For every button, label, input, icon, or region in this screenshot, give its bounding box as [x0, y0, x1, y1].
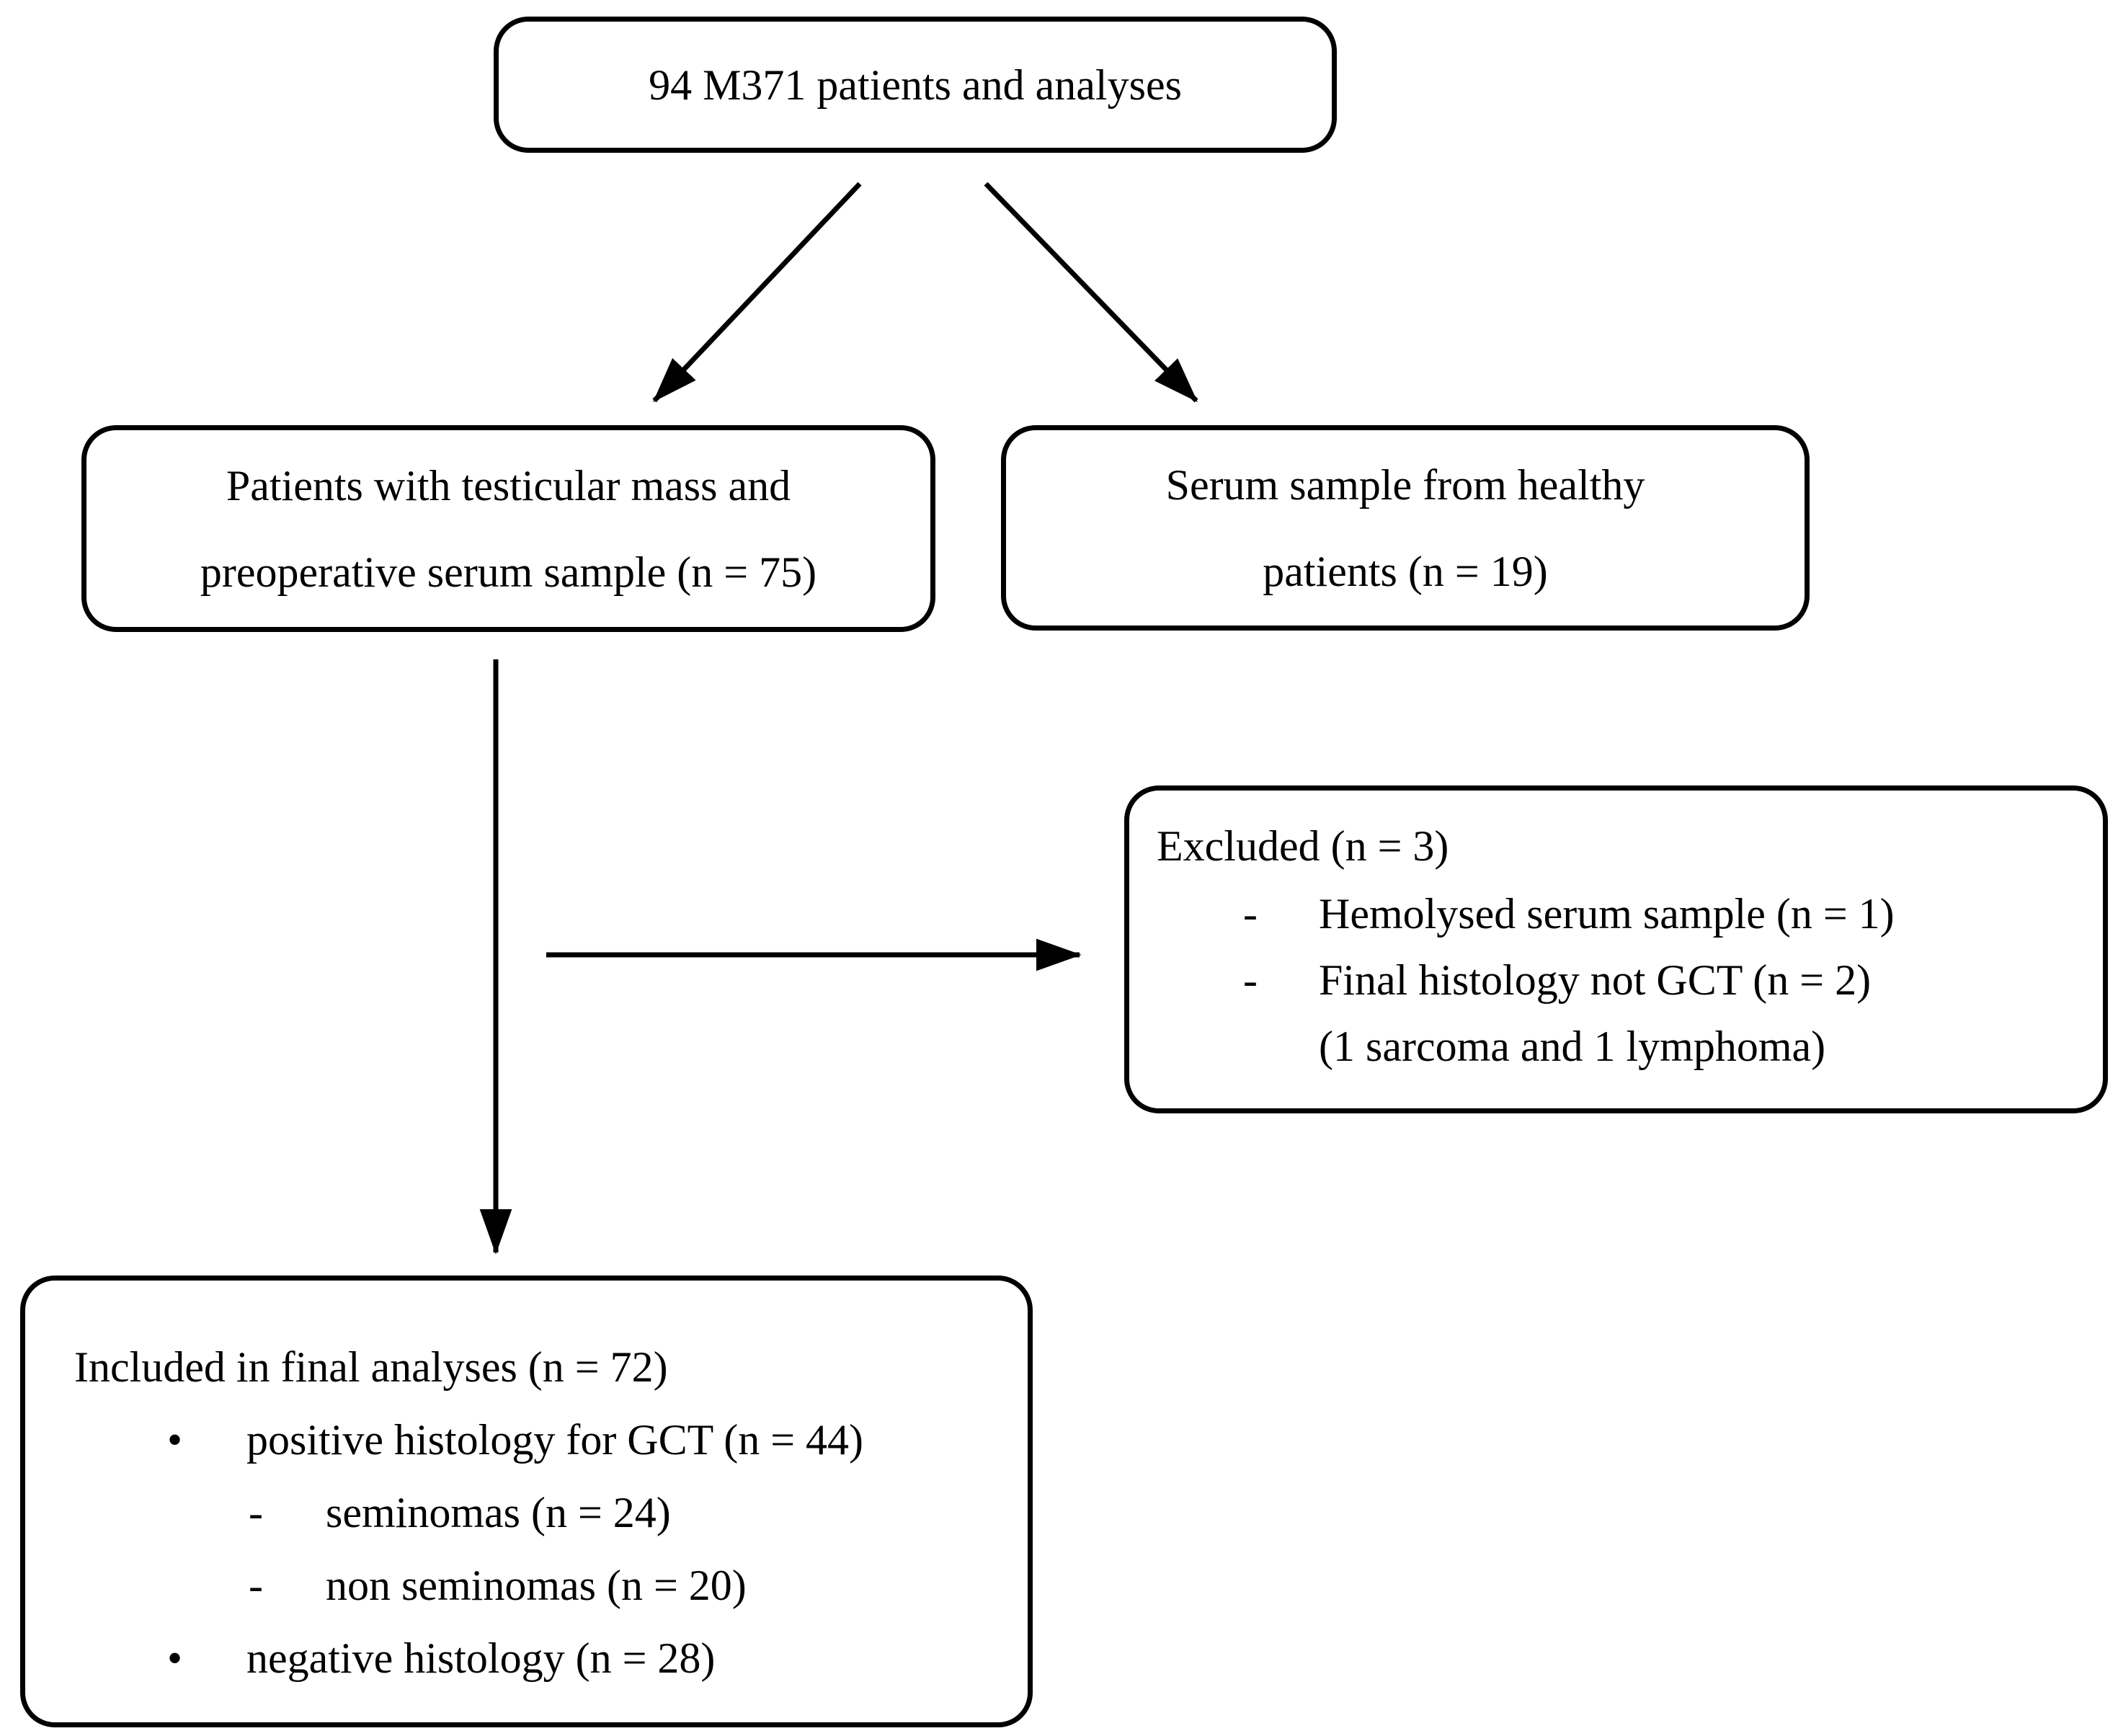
included-item-non-seminomas-text: non seminomas (n = 20) [326, 1562, 747, 1609]
included-item-seminomas: - seminomas (n = 24) [25, 1477, 1028, 1549]
arrow-root-to-healthy [984, 182, 1198, 403]
node-testicular-mass-line1: Patients with testicular mass and [226, 461, 791, 509]
included-item-positive-text: positive histology for GCT (n = 44) [246, 1416, 864, 1464]
included-item-seminomas-text: seminomas (n = 24) [326, 1489, 671, 1536]
round-bullet: • [167, 1634, 183, 1682]
dash-bullet: - [249, 1489, 263, 1536]
node-excluded-title: Excluded (n = 3) [1157, 822, 1449, 870]
node-healthy-serum-line1: Serum sample from healthy [1165, 460, 1645, 509]
included-item-positive: • positive histology for GCT (n = 44) [25, 1404, 1028, 1477]
node-included-title: Included in final analyses (n = 72) [74, 1343, 668, 1391]
node-testicular-mass: Patients with testicular mass and preope… [81, 425, 935, 632]
excluded-item-hemolysed-text: Hemolysed serum sample (n = 1) [1319, 890, 1895, 938]
excluded-item-histology-text: Final histology not GCT (n = 2) [1319, 956, 1872, 1004]
dash-bullet: - [1243, 890, 1258, 938]
dash-bullet: - [249, 1562, 263, 1609]
node-root: 94 M371 patients and analyses [494, 17, 1337, 153]
included-item-negative-text: negative histology (n = 28) [246, 1634, 716, 1682]
arrow-root-to-testicular [652, 182, 862, 403]
node-healthy-serum-line2: patients (n = 19) [1263, 547, 1548, 595]
node-healthy-serum: Serum sample from healthy patients (n = … [1001, 425, 1810, 631]
excluded-note: (1 sarcoma and 1 lymphoma) [1319, 1023, 1826, 1070]
included-item-non-seminomas: - non seminomas (n = 20) [25, 1549, 1028, 1622]
node-excluded: Excluded (n = 3) - Hemolysed serum sampl… [1124, 785, 2108, 1113]
excluded-item-hemolysed: - Hemolysed serum sample (n = 1) [1129, 881, 2103, 947]
dash-bullet: - [1243, 956, 1258, 1004]
included-item-negative: • negative histology (n = 28) [25, 1622, 1028, 1695]
round-bullet: • [167, 1416, 183, 1464]
excluded-item-histology: - Final histology not GCT (n = 2) [1129, 947, 2103, 1013]
node-included: Included in final analyses (n = 72) • po… [20, 1276, 1033, 1727]
node-testicular-mass-line2: preoperative serum sample (n = 75) [200, 548, 817, 596]
node-root-label: 94 M371 patients and analyses [649, 61, 1182, 109]
